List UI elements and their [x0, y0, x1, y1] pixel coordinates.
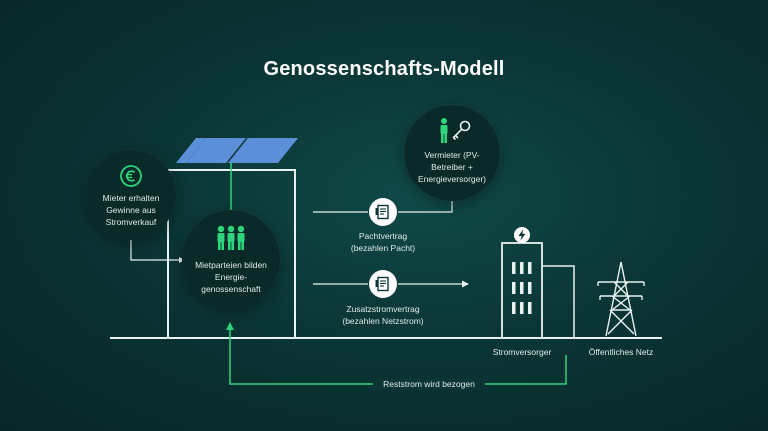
- landlord-line-2: Betreiber +: [431, 162, 473, 172]
- contract-icon: [375, 204, 389, 220]
- tenant-profit-line-2: Gewinne aus: [106, 205, 156, 215]
- supplier-badge: [514, 227, 530, 243]
- cooperative-line-3: genossenschaft: [201, 284, 261, 294]
- grid-label: Öffentliches Netz: [588, 347, 654, 357]
- reststrom-label: Reststrom wird bezogen: [373, 378, 485, 390]
- supplier-windows: [512, 262, 532, 314]
- tenant-profit-node: Mieter erhalten Gewinne aus Stromverkauf: [86, 150, 176, 240]
- supply-contract-line-1: Zusatzstromvertrag: [346, 304, 420, 314]
- page-title: Genossenschafts-Modell: [263, 58, 505, 80]
- landlord-node: Vermieter (PV- Betreiber + Energieversor…: [404, 105, 500, 201]
- transmission-tower: [597, 261, 645, 337]
- cooperative-line-1: Mietparteien bilden: [195, 260, 267, 270]
- euro-icon: [120, 165, 142, 187]
- cooperative-line-2: Energie-: [214, 272, 248, 282]
- tenant-profit-line-3: Stromverkauf: [105, 217, 157, 227]
- supply-contract-badge: [369, 270, 397, 298]
- lease-contract-line-1: Pachtvertrag: [358, 231, 408, 241]
- landlord-line-1: Vermieter (PV-: [424, 150, 480, 160]
- lease-contract-badge: [369, 198, 397, 226]
- lightning-icon: [518, 229, 526, 241]
- lease-contract-line-2: (bezahlen Pacht): [350, 243, 416, 253]
- building-outline: [168, 169, 296, 338]
- supplier-label: Stromversorger: [492, 347, 552, 357]
- contract-icon: [375, 276, 389, 292]
- people-group-icon: [217, 225, 245, 250]
- supply-contract-line-2: (bezahlen Netzstrom): [342, 316, 424, 326]
- landlord-line-3: Energieversorger): [417, 174, 487, 184]
- cooperative-node: Mietparteien bilden Energie- genossensch…: [182, 210, 280, 308]
- tenant-profit-line-1: Mieter erhalten: [102, 193, 160, 203]
- supplier-building: [501, 242, 543, 339]
- profit-arrow: [130, 232, 182, 261]
- person-key-icon: [440, 118, 471, 143]
- lease-to-landlord: [398, 196, 453, 213]
